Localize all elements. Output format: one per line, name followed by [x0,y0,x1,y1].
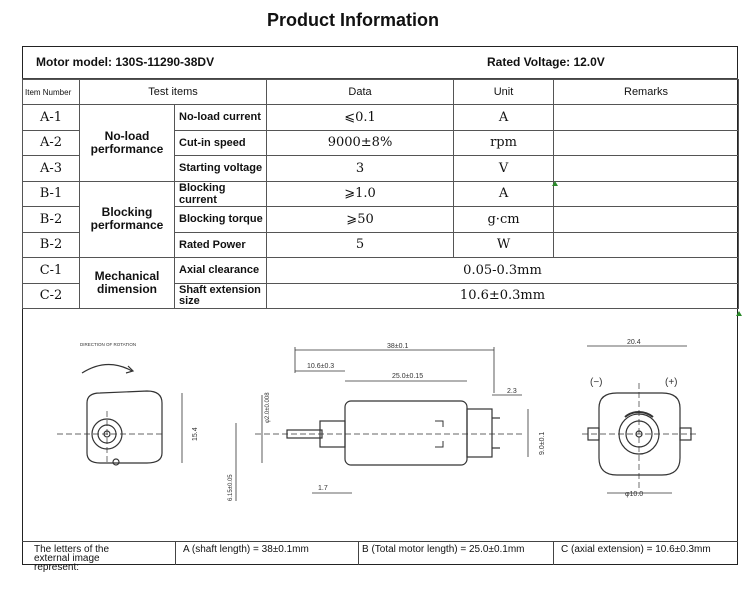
test-item: Blocking torque [173,206,268,233]
minus-terminal-label: (−) [590,377,603,388]
rated-voltage: Rated Voltage: 12.0V [487,55,605,69]
remarks-cell [553,206,740,233]
remarks-cell [553,129,740,156]
table-row: A-3 Starting voltage 3 V [22,155,740,182]
dim-38: 38±0.1 [387,343,408,350]
test-item: Starting voltage [173,155,268,182]
item-number: C-1 [22,257,80,284]
item-number: B-2 [22,206,80,233]
data-value: 3 [266,155,455,182]
footer-bar: The letters of the external image repres… [22,541,738,573]
unit-value: g·cm [453,206,555,233]
dim-9: 9.0±0.1 [539,432,546,455]
item-number: B-2 [22,231,80,258]
col-test-items: Test items [78,79,268,105]
footer-a: A (shaft length) = 38±0.1mm [183,544,309,555]
end-plate [86,390,163,464]
unit-value: A [453,180,555,207]
col-data: Data [266,79,455,105]
test-item: Rated Power [173,231,268,258]
table-row: Item Number Test items Data Unit Remarks [22,79,740,105]
end-cap [466,408,493,458]
dim-10-6: 10.6±0.3 [307,363,334,370]
motor-drawing: DIRECTION OF ROTATION 15.4 38±0.1 10.6±0… [57,339,697,501]
data-value: ⩾1.0 [266,180,455,207]
unit-value: rpm [453,129,555,156]
test-item: Blocking current [173,180,268,207]
table-row: A-1 No-load performance No-load current … [22,104,740,182]
dim-10: φ10.0 [625,491,643,498]
spec-table: Item Number Test items Data Unit Remarks… [22,79,740,309]
data-value: 10.6±0.3mm [266,282,740,309]
footer-letters: The letters of the external image repres… [34,544,110,573]
data-value: ⩾50 [266,206,455,233]
motor-model: Motor model: 130S-11290-38DV [36,55,215,69]
page-title: Product Information [267,10,439,30]
data-value: ⩽0.1 [266,104,455,131]
dim-25: 25.0±0.15 [392,373,423,380]
arrow-head-icon [125,365,135,374]
plus-terminal-label: (+) [665,377,678,388]
table-row: C-1 Mechanical dimension Axial clearance… [22,257,740,309]
test-item: Axial clearance [173,257,268,284]
col-item-number: Item Number [22,79,80,105]
footer-c: C (axial extension) = 10.6±0.3mm [561,544,711,555]
test-item: Cut-in speed [173,129,268,156]
unit-value: A [453,104,555,131]
table-row: C-2 Shaft extension size 10.6±0.3mm [22,282,740,309]
dim-shaft: φ2.0±0.008 [265,392,271,423]
dim-2-3: 2.3 [507,388,517,395]
brush-cap [598,392,681,476]
remarks-cell [553,231,740,258]
col-remarks: Remarks [553,79,740,105]
item-number: C-2 [22,282,80,309]
data-value: 9000±8% [266,129,455,156]
remarks-cell [553,180,740,207]
item-number: A-1 [22,104,80,131]
dim-6-15: 6.15±0.05 [228,474,234,501]
table-row: B-2 Rated Power 5 W [22,231,740,258]
dim-15-4: 15.4 [192,427,199,441]
unit-value: V [453,155,555,182]
dim-20-4: 20.4 [627,339,641,346]
table-row: A-2 Cut-in speed 9000±8% rpm [22,129,740,156]
green-marker [552,181,558,186]
remarks-cell [553,104,740,131]
test-item: Shaft extension size [173,282,268,309]
remarks-cell [553,155,740,182]
table-row: B-1 Blocking performance Blocking curren… [22,180,740,258]
green-marker [736,311,742,316]
table-header-bar: Motor model: 130S-11290-38DV Rated Volta… [22,46,738,79]
group-mechanical: Mechanical dimension [79,257,175,309]
test-item: No-load current [173,104,268,131]
item-number: A-2 [22,129,80,156]
group-blocking: Blocking performance [79,180,175,258]
motor-body [344,400,468,466]
dim-1-7: 1.7 [318,485,328,492]
item-number: B-1 [22,180,80,207]
rotation-arrow [81,363,133,374]
footer-b: B (Total motor length) = 25.0±0.1mm [362,544,525,555]
col-unit: Unit [453,79,555,105]
direction-label: DIRECTION OF ROTATION [80,342,136,347]
item-number: A-3 [22,155,80,182]
group-no-load: No-load performance [79,104,175,182]
data-value: 0.05-0.3mm [266,257,740,284]
data-value: 5 [266,231,455,258]
unit-value: W [453,231,555,258]
vent-hole [112,458,120,466]
